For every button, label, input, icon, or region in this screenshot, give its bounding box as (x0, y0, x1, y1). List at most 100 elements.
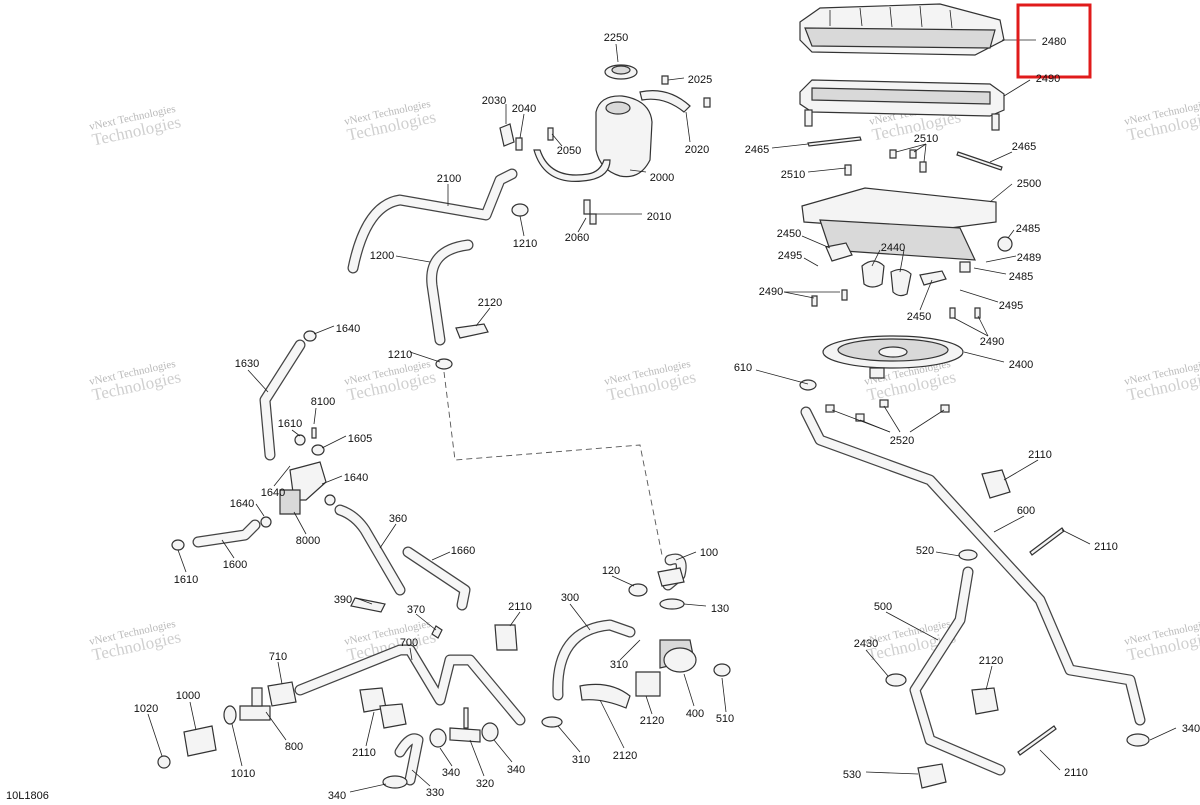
callout-label: 100 (700, 547, 718, 559)
callout-label: 1630 (235, 358, 259, 370)
callout-label: 800 (285, 741, 303, 753)
callout-label: 8100 (311, 396, 335, 408)
callout-label: 340 (328, 790, 346, 802)
callout-label: 1640 (336, 323, 360, 335)
callout-label: 2400 (1009, 359, 1033, 371)
callout-label: 310 (572, 754, 590, 766)
callout-label: 1640 (261, 487, 285, 499)
callout-label: 390 (334, 594, 352, 606)
callout-label: 2110 (352, 747, 376, 759)
callout-label: 1020 (134, 703, 158, 715)
callout-label: 2500 (1017, 178, 1041, 190)
hose-set (192, 168, 1146, 786)
callout-label: 330 (426, 787, 444, 799)
callout-label: 2510 (914, 133, 938, 145)
callout-label: 510 (716, 713, 734, 725)
callout-label: 2120 (478, 297, 502, 309)
callout-label: 2520 (890, 435, 914, 447)
callout-label: 1640 (344, 472, 368, 484)
callout-label: 2110 (1094, 541, 1118, 553)
callout-label: 340 (1182, 723, 1200, 735)
callout-label: 2489 (1017, 252, 1041, 264)
callout-label: 400 (686, 708, 704, 720)
bracket-set (811, 242, 981, 319)
dashed-routing-line (443, 371, 663, 556)
radiator-fan-part (822, 335, 964, 379)
callout-label: 2450 (777, 228, 801, 240)
callout-label: 2110 (508, 601, 532, 613)
highlight-box (1016, 3, 1092, 79)
callout-label: 2465 (1012, 141, 1036, 153)
callout-label: 1000 (176, 690, 200, 702)
callout-label: 2250 (604, 32, 628, 44)
callout-label: 320 (476, 778, 494, 790)
callout-label: 1210 (388, 349, 412, 361)
callout-label: 2120 (613, 750, 637, 762)
radiator-core-part (799, 79, 1005, 131)
callout-label: 8000 (296, 535, 320, 547)
callout-label: 2490 (759, 286, 783, 298)
callout-label: 2100 (437, 173, 461, 185)
callout-label: 2040 (512, 103, 536, 115)
callout-label: 600 (1017, 505, 1035, 517)
callout-label: 1610 (278, 418, 302, 430)
leader-line-set (147, 39, 1177, 793)
callout-label: 340 (442, 767, 460, 779)
callout-label: 1610 (174, 574, 198, 586)
rod-part (807, 136, 862, 147)
callout-label: 530 (843, 769, 861, 781)
callout-label: 2120 (979, 655, 1003, 667)
callout-label: 130 (711, 603, 729, 615)
callout-label: 2120 (640, 715, 664, 727)
screw-set (844, 149, 927, 176)
callout-label: 2110 (1064, 767, 1088, 779)
fan-shroud-frame-part (801, 187, 1013, 273)
callout-label: 360 (389, 513, 407, 525)
diagram-code: 10L1806 (6, 790, 49, 802)
callout-label: 2485 (1009, 271, 1033, 283)
callout-label: 1660 (451, 545, 475, 557)
callout-label: 1600 (223, 559, 247, 571)
callout-label: 2000 (650, 172, 674, 184)
coolant-reservoir-part (499, 64, 711, 225)
callout-label: 2465 (745, 144, 769, 156)
callout-label: 2110 (1028, 449, 1052, 461)
callout-label: 2030 (482, 95, 506, 107)
callout-label: 2495 (999, 300, 1023, 312)
callout-label: 1010 (231, 768, 255, 780)
rod-part (956, 151, 1003, 171)
callout-label: 1200 (370, 250, 394, 262)
callout-label: 2430 (854, 638, 878, 650)
callout-label: 120 (602, 565, 620, 577)
fitting-and-clamp-set (157, 323, 1150, 789)
callout-label: 370 (407, 604, 425, 616)
radiator-top-cover-part (799, 3, 1005, 56)
callout-label: 300 (561, 592, 579, 604)
callout-label: 2450 (907, 311, 931, 323)
callout-label: 2050 (557, 145, 581, 157)
callout-label: 310 (610, 659, 628, 671)
callout-label: 2510 (781, 169, 805, 181)
callout-label: 2485 (1016, 223, 1040, 235)
callout-label: 2495 (778, 250, 802, 262)
callout-label: 2480 (1042, 36, 1066, 48)
callout-label: 710 (269, 651, 287, 663)
callout-label: 2490 (980, 336, 1004, 348)
callout-label: 2010 (647, 211, 671, 223)
grommet-set (825, 399, 950, 422)
callout-label: 340 (507, 764, 525, 776)
callout-label: 2020 (685, 144, 709, 156)
callout-label: 2440 (881, 242, 905, 254)
